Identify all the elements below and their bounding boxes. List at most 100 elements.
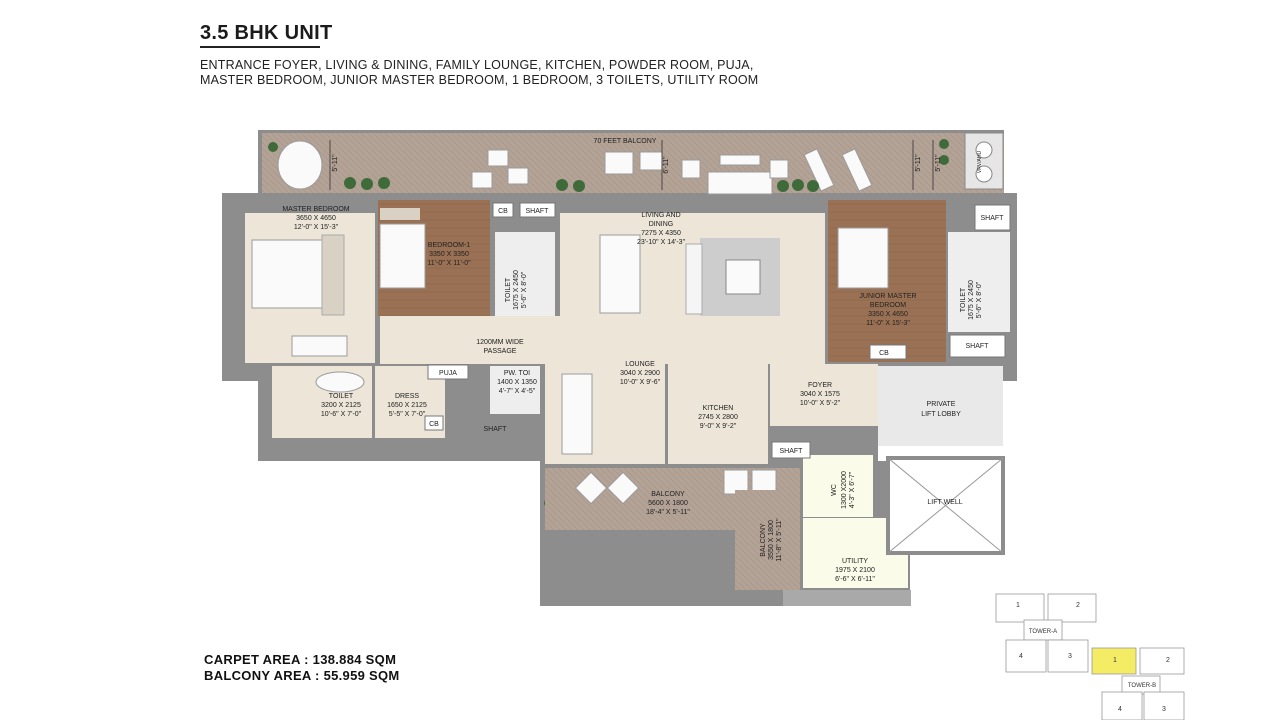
label-70ft-balcony: 70 FEET BALCONY xyxy=(594,138,657,145)
pw-toi-l2: 1400 X 1350 xyxy=(497,379,537,386)
balcony-side-l3: 11'-8" X 5'-11" xyxy=(776,518,783,562)
balcony-side-l2: 3550 X 1800 xyxy=(768,520,775,560)
junior-master-l4: 11'-0" X 15'-3" xyxy=(866,320,910,327)
toilet1-l1: TOILET xyxy=(505,277,512,302)
key-a-unit-4: 4 xyxy=(1019,653,1023,660)
shaft-right-2: SHAFT xyxy=(966,343,990,350)
foyer-l3: 10'-0" X 5'-2" xyxy=(800,400,841,407)
wc-l2: 1300 X2000 xyxy=(841,471,848,509)
lift-lobby-l2: LIFT LOBBY xyxy=(921,411,961,418)
shaft-box-right-2 xyxy=(949,334,1006,358)
wc-l3: 4'-3" X 6'-7" xyxy=(849,471,856,508)
shaft-kitchen: SHAFT xyxy=(780,448,804,455)
dimension-lines xyxy=(329,140,934,190)
lounge-l2: 3040 X 2900 xyxy=(620,370,660,377)
toilet-right-l3: 5'-6" X 8'-0" xyxy=(976,281,983,318)
utility-l3: 6'-6" X 6'-11" xyxy=(835,576,875,583)
shaft-bottom: SHAFT xyxy=(484,426,508,433)
junior-master-l1: JUNIOR MASTER xyxy=(859,293,916,300)
cb-box-dress xyxy=(424,415,444,431)
living-l4: 23'-10" X 14'-3" xyxy=(637,239,686,246)
dim-511-a: 5'-11" xyxy=(332,154,339,172)
pw-toi-l3: 4'-7" X 4'-5" xyxy=(499,388,536,395)
dress-l3: 5'-5" X 7'-0" xyxy=(389,411,426,418)
balcony-mid-l2: 5600 X 1800 xyxy=(648,500,688,507)
kitchen-floor xyxy=(668,364,768,464)
dim-611: 6'-11" xyxy=(663,156,670,174)
pw-toi-floor xyxy=(490,366,540,414)
key-b-unit-1: 1 xyxy=(1113,657,1117,664)
toilet-master-l1: TOILET xyxy=(329,393,354,400)
junior-master-l3: 3350 X 4650 xyxy=(868,311,908,318)
cb-box-right xyxy=(869,344,907,360)
utility-l2: 1975 X 2100 xyxy=(835,567,875,574)
toilet-right-l1: TOILET xyxy=(960,287,967,312)
shaft-top: SHAFT xyxy=(526,208,550,215)
toilet-master-l2: 3200 X 2125 xyxy=(321,402,361,409)
bedroom1-l3: 11'-0" X 11'-0" xyxy=(427,260,471,267)
key-plan xyxy=(995,593,1185,720)
cb-right: CB xyxy=(879,350,889,357)
shaft-right: SHAFT xyxy=(981,215,1005,222)
cb-top: CB xyxy=(498,208,508,215)
cb-box-top xyxy=(492,202,514,218)
toilet-right-floor xyxy=(948,232,1010,332)
passage-floor xyxy=(380,316,825,364)
foyer-l1: FOYER xyxy=(808,382,832,389)
living-l3: 7275 X 4350 xyxy=(641,230,681,237)
passage-l2: PASSAGE xyxy=(484,348,517,355)
shaft-box-top xyxy=(519,202,556,218)
toilet1-l3: 5'-6" X 8'-0" xyxy=(521,271,528,308)
key-a-unit-1: 1 xyxy=(1016,602,1020,609)
kitchen-l1: KITCHEN xyxy=(703,405,734,412)
bedroom1-l2: 3350 X 3350 xyxy=(429,251,469,258)
unit-title: 3.5 BHK UNIT xyxy=(200,22,333,44)
kitchen-l3: 9'-0" X 9'-2" xyxy=(700,423,737,430)
dim-511-c: 5'-11" xyxy=(935,154,942,172)
key-b-unit-3: 3 xyxy=(1162,706,1166,713)
shaft-box-kitchen xyxy=(771,441,811,459)
pw-toi-l1: PW. TOI xyxy=(504,370,530,377)
toilet1-l2: 1675 X 2450 xyxy=(513,270,520,310)
master-bedroom-l2: 3650 X 4650 xyxy=(296,215,336,222)
cb-dress: CB xyxy=(429,421,439,428)
key-plan-unit-highlight xyxy=(1091,647,1137,675)
master-bedroom-l3: 12'-0" X 15'-3" xyxy=(294,224,339,231)
balcony-side-l1: BALCONY xyxy=(760,523,767,557)
carpet-area: CARPET AREA : 138.884 SQM xyxy=(204,652,397,667)
wc-floor xyxy=(803,455,873,517)
passage-l1: 1200MM WIDE xyxy=(476,339,524,346)
foyer-l2: 3040 X 1575 xyxy=(800,391,840,398)
vrv-ahu: VRV/AHU xyxy=(977,151,983,174)
key-b-unit-4: 4 xyxy=(1118,706,1122,713)
living-l2: DINING xyxy=(649,221,674,228)
junior-master-l2: BEDROOM xyxy=(870,302,906,309)
foyer-floor xyxy=(770,364,878,426)
balcony-side-deck xyxy=(735,490,800,590)
wc-l1: WC xyxy=(831,484,838,496)
title-underline xyxy=(200,46,320,48)
kitchen-l2: 2745 X 2800 xyxy=(698,414,738,421)
puja-box xyxy=(427,364,469,380)
lift-lobby-floor xyxy=(878,366,1003,446)
features-line-2: MASTER BEDROOM, JUNIOR MASTER BEDROOM, 1… xyxy=(200,73,759,87)
utility-l1: UTILITY xyxy=(842,558,868,565)
shaft-box-right xyxy=(974,204,1011,231)
key-tower-b: TOWER-B xyxy=(1128,683,1156,689)
balcony-area: BALCONY AREA : 55.959 SQM xyxy=(204,668,400,683)
key-a-unit-2: 2 xyxy=(1076,602,1080,609)
key-plan-labels: 1 2 TOWER-A 4 3 1 2 TOWER-B 4 3 xyxy=(1016,602,1170,713)
lift-well-label: LIFT WELL xyxy=(927,499,962,506)
lounge-l1: LOUNGE xyxy=(625,361,655,368)
master-bedroom-l1: MASTER BEDROOM xyxy=(282,206,349,213)
toilet-master-l3: 10'-6" X 7'-0" xyxy=(321,411,362,418)
toilet1-floor xyxy=(495,232,555,316)
dress-l1: DRESS xyxy=(395,393,419,400)
features-line-1: ENTRANCE FOYER, LIVING & DINING, FAMILY … xyxy=(200,58,754,72)
dress-l2: 1650 X 2125 xyxy=(387,402,427,409)
balcony-mid-l3: 18'-4" X 5'-11" xyxy=(646,509,690,516)
puja: PUJA xyxy=(439,370,457,377)
toilet-right-l2: 1675 X 2450 xyxy=(968,280,975,320)
lift-lobby-l1: PRIVATE xyxy=(927,401,956,408)
